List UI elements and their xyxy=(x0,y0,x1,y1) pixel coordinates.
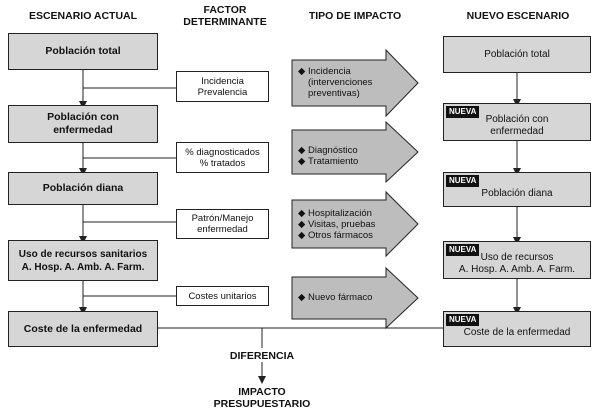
header-factor-determinante: FACTOR DETERMINANTE xyxy=(170,4,280,28)
label-impacto-presupuestario: IMPACTO PRESUPUESTARIO xyxy=(213,386,311,410)
right-box-poblacion-total: Población total xyxy=(443,36,591,73)
nueva-badge: NUEVA xyxy=(446,244,480,256)
bullet-icon: ◆ xyxy=(298,292,306,303)
factor-box-diagnosticados: % diagnosticados% tratados xyxy=(176,142,269,173)
bullet-icon: ◆ xyxy=(298,66,306,77)
left-box-poblacion-total: Población total xyxy=(8,33,158,70)
header-nuevo-escenario: NUEVO ESCENARIO xyxy=(466,10,570,22)
header-tipo-impacto: TIPO DE IMPACTO xyxy=(308,10,402,22)
impact-arrow-3 xyxy=(291,190,419,258)
right-box-poblacion-diana: NUEVA Población diana xyxy=(443,172,591,207)
left-box-coste-enfermedad: Coste de la enfermedad xyxy=(8,311,158,347)
left-box-poblacion-diana: Población diana xyxy=(8,172,158,205)
bullet-icon: ◆ xyxy=(298,219,306,230)
bullet-icon: ◆ xyxy=(298,230,306,241)
bullet-icon: ◆ xyxy=(298,156,306,167)
header-factor-line1: FACTOR xyxy=(203,4,247,16)
factor-box-costes-unitarios: Costes unitarios xyxy=(176,286,269,306)
nueva-badge: NUEVA xyxy=(446,175,480,187)
impact-text-4: ◆Nuevo fármaco xyxy=(298,292,373,303)
nueva-badge: NUEVA xyxy=(446,314,480,326)
nueva-badge: NUEVA xyxy=(446,106,480,118)
bullet-icon: ◆ xyxy=(298,208,306,219)
bullet-icon: ◆ xyxy=(298,145,306,156)
impact-arrow-4 xyxy=(291,266,419,330)
right-box-coste-enfermedad: NUEVA Coste de la enfermedad xyxy=(443,311,591,347)
impact-text-2: ◆Diagnóstico ◆Tratamiento xyxy=(298,145,359,167)
header-escenario-actual: ESCENARIO ACTUAL xyxy=(28,10,138,22)
header-factor-line2: DETERMINANTE xyxy=(183,16,267,28)
impact-text-3: ◆Hospitalización ◆Visitas, pruebas ◆Otro… xyxy=(298,208,376,241)
impact-arrow-2 xyxy=(291,120,419,184)
label-diferencia: DIFERENCIA xyxy=(229,350,295,362)
impact-arrow-1 xyxy=(291,48,419,118)
